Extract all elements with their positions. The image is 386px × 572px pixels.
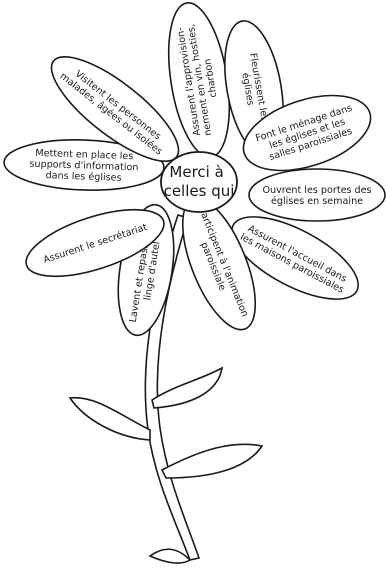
bottom-leaf xyxy=(148,548,192,564)
petal-shape-3 xyxy=(242,94,372,172)
petal-shape-4 xyxy=(248,168,386,222)
center-line-1: Merci à xyxy=(169,163,223,181)
petal-shape-9 xyxy=(3,139,165,191)
petal-shape-5 xyxy=(231,216,359,300)
petal-shape-8 xyxy=(25,208,165,278)
petal-1: Assurent l'approvision-nement en vin, ho… xyxy=(167,2,231,158)
petal-4-line-1: Ouvrent les portes des xyxy=(262,185,371,196)
petal-text-9: Mettent en place lessupports d'informati… xyxy=(29,148,139,185)
petal-6: Participent à l'animationparoissiale xyxy=(181,197,257,331)
right-lower-leaf xyxy=(160,443,264,479)
petal-9-line-2: supports d'information xyxy=(29,159,138,174)
flower-center xyxy=(160,151,238,213)
petal-2-line-2: églises xyxy=(239,72,257,107)
center-line-2: celles qui xyxy=(164,182,235,200)
petal-9-line-1: Mettent en place les xyxy=(35,148,133,162)
petal-4-line-2: églises en semaine xyxy=(271,195,363,207)
center-text: Merci à celles qui xyxy=(164,163,235,200)
petal-9: Mettent en place lessupports d'informati… xyxy=(3,139,165,191)
petal-9-line-3: dans les églises xyxy=(45,169,121,184)
left-leaf xyxy=(68,396,151,441)
right-upper-leaf xyxy=(151,366,224,409)
